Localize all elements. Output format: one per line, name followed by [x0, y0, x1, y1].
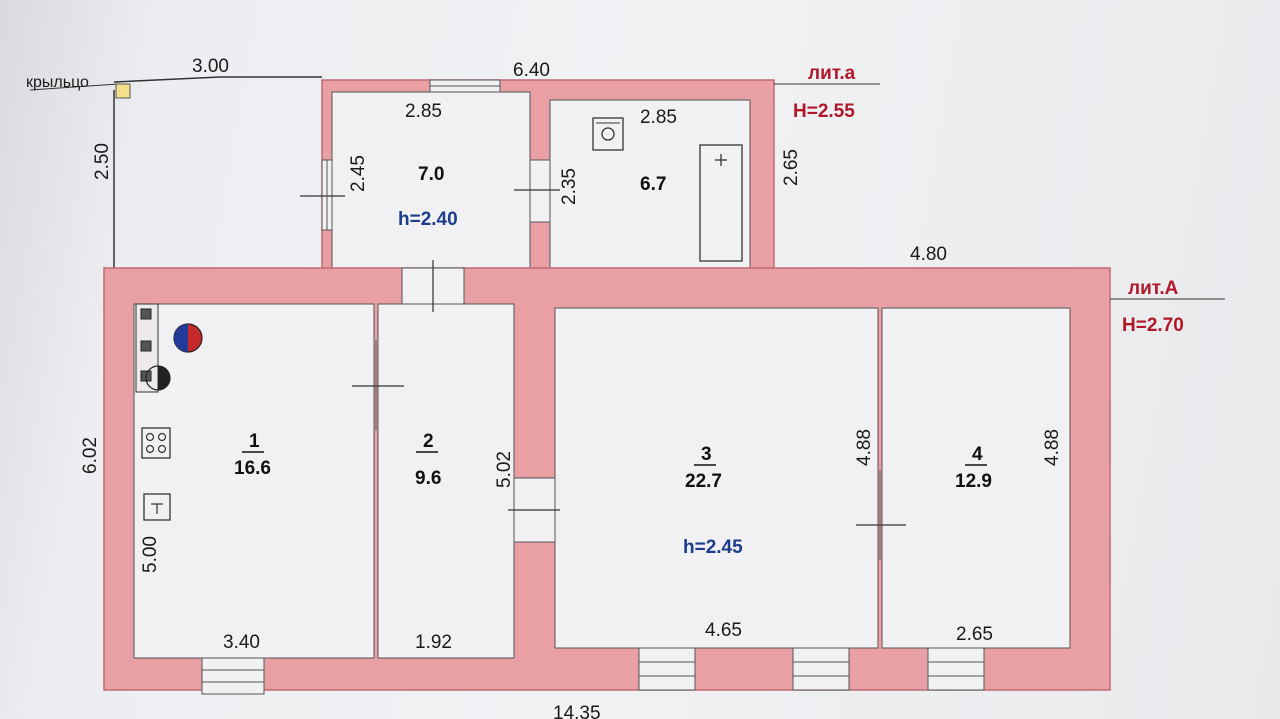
- main-room-height: h=2.45: [683, 537, 743, 558]
- annex-right-room-depth: 2.35: [559, 168, 580, 205]
- room-1-width: 3.40: [223, 632, 260, 653]
- room-3-number: 3: [701, 444, 712, 465]
- window-bottom-4: [927, 647, 985, 691]
- stove-strip-icon: [135, 303, 159, 393]
- gas-meter-icon: [145, 365, 171, 391]
- annex-letter: лит.а: [808, 63, 856, 84]
- annex-right-depth: 2.65: [781, 149, 802, 186]
- bathtub-icon: [699, 144, 743, 262]
- porch-label: крыльцо: [26, 74, 89, 91]
- main-letter: лит.А: [1128, 278, 1179, 299]
- labels: крыльцо 3.00 2.50 6.40 лит.а H=2.55 2.65…: [26, 56, 1225, 719]
- annex-left-width: 2.85: [405, 101, 442, 122]
- room-2-floor: [377, 303, 515, 659]
- annex-right-width: 2.85: [640, 107, 677, 128]
- annex-door-middle: [529, 159, 551, 223]
- room-2-number: 2: [423, 431, 434, 452]
- annex-left-area: 7.0: [418, 164, 444, 185]
- porch-width-dim: 3.00: [192, 56, 229, 77]
- main-right-section-width: 4.80: [910, 244, 947, 265]
- annex-room-height: h=2.40: [398, 209, 458, 230]
- porch-post-marker: [115, 83, 131, 99]
- main-walls: [103, 260, 1111, 695]
- annex-walls: [300, 79, 775, 271]
- main-height: H=2.70: [1122, 315, 1184, 336]
- room-1-floor: [133, 303, 375, 659]
- main-overall-depth: 6.02: [80, 437, 101, 474]
- room-4-width: 2.65: [956, 624, 993, 645]
- porch: [29, 76, 322, 268]
- annex-room-left: [331, 91, 531, 271]
- room-2-depth: 5.02: [494, 451, 515, 488]
- window-bottom-3: [792, 647, 850, 691]
- room-1-area: 16.6: [234, 458, 271, 479]
- sink-icon: [143, 493, 171, 521]
- washing-machine-icon: [592, 117, 624, 151]
- annex-overall-width: 6.40: [513, 60, 550, 81]
- cooktop-icon: [141, 427, 171, 459]
- room-3-area: 22.7: [685, 471, 722, 492]
- room-4-floor: [881, 307, 1071, 649]
- window-bottom-1: [201, 657, 265, 695]
- gas-boiler-icon: [173, 323, 203, 353]
- annex-right-area: 6.7: [640, 174, 666, 195]
- window-bottom-2: [638, 647, 696, 691]
- room-4-number: 4: [972, 444, 983, 465]
- room-3-depth: 4.88: [854, 429, 875, 466]
- room-2-area: 9.6: [415, 468, 441, 489]
- porch-depth-dim: 2.50: [92, 143, 113, 180]
- room-1-number: 1: [249, 431, 260, 452]
- room-4-area: 12.9: [955, 471, 992, 492]
- annex-height: H=2.55: [793, 101, 855, 122]
- main-overall-length: 14.35: [553, 703, 601, 719]
- room-2-width: 1.92: [415, 632, 452, 653]
- room-1-depth: 5.00: [140, 536, 161, 573]
- room-4-depth: 4.88: [1042, 429, 1063, 466]
- room-3-width: 4.65: [705, 620, 742, 641]
- annex-left-depth: 2.45: [348, 155, 369, 192]
